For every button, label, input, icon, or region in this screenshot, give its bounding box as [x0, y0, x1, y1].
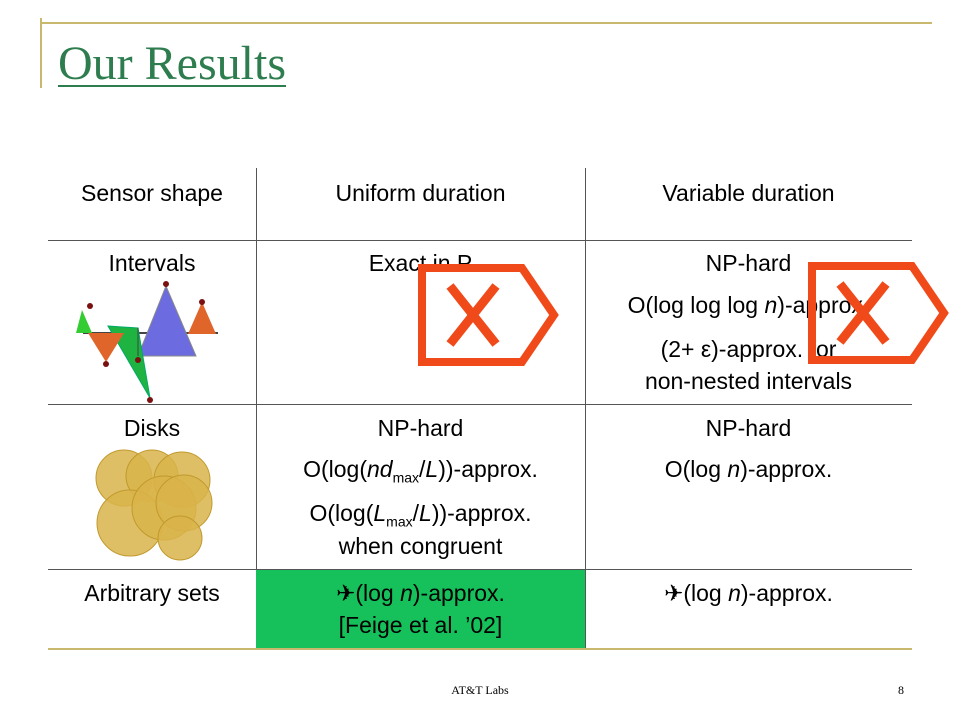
row-arbitrary-variable-1: ✈(log n)-approx.: [664, 580, 833, 606]
table-column-divider-2: [585, 168, 586, 648]
row-disks-uniform-4: when congruent: [338, 533, 503, 559]
row-disks-uniform-1: NP-hard: [377, 415, 464, 441]
page-number: 8: [898, 683, 904, 697]
row-disks-uniform-3: O(log(Lmax/L))-approx.: [309, 500, 532, 530]
row-disks-uniform-2: O(log(ndmax/L))-approx.: [303, 456, 538, 486]
slide-title: Our Results: [58, 37, 286, 90]
table-rule-row2: [48, 569, 912, 570]
slide-frame-horizontal: [40, 22, 932, 24]
table-rule-bottom: [48, 648, 912, 650]
row-arbitrary-uniform-2: [Feige et al. ’02]: [338, 612, 503, 638]
table-rule-header: [48, 240, 912, 241]
header-variable-duration: Variable duration: [662, 180, 835, 206]
interval-triangles-illustration: [76, 281, 218, 403]
row-disks-variable-2: O(log n)-approx.: [664, 456, 833, 482]
slide-frame-vertical: [40, 18, 42, 88]
highlight-cell: [256, 570, 585, 648]
table-column-divider-1: [256, 168, 257, 648]
row-disks-shape: Disks: [123, 415, 181, 441]
row-intervals-variable-4: non-nested intervals: [644, 368, 853, 394]
row-intervals-variable-2: O(log log log n)-approx.: [627, 292, 870, 318]
row-intervals-variable-1: NP-hard: [705, 250, 792, 276]
disk-cluster-illustration: [95, 449, 213, 561]
row-arbitrary-uniform-1: ✈(log n)-approx.: [336, 580, 505, 606]
cross-tag-icon: [808, 262, 949, 364]
cross-tag-icon: [418, 264, 559, 366]
header-uniform-duration: Uniform duration: [335, 180, 506, 206]
table-rule-row1: [48, 404, 912, 405]
theta-symbol: ✈: [336, 580, 356, 606]
row-disks-variable-1: NP-hard: [705, 415, 792, 441]
row-intervals-shape: Intervals: [108, 250, 196, 276]
theta-symbol: ✈: [664, 580, 684, 606]
row-arbitrary-shape: Arbitrary sets: [84, 580, 220, 606]
footer-org: AT&T Labs: [451, 683, 509, 697]
header-sensor-shape: Sensor shape: [81, 180, 223, 206]
